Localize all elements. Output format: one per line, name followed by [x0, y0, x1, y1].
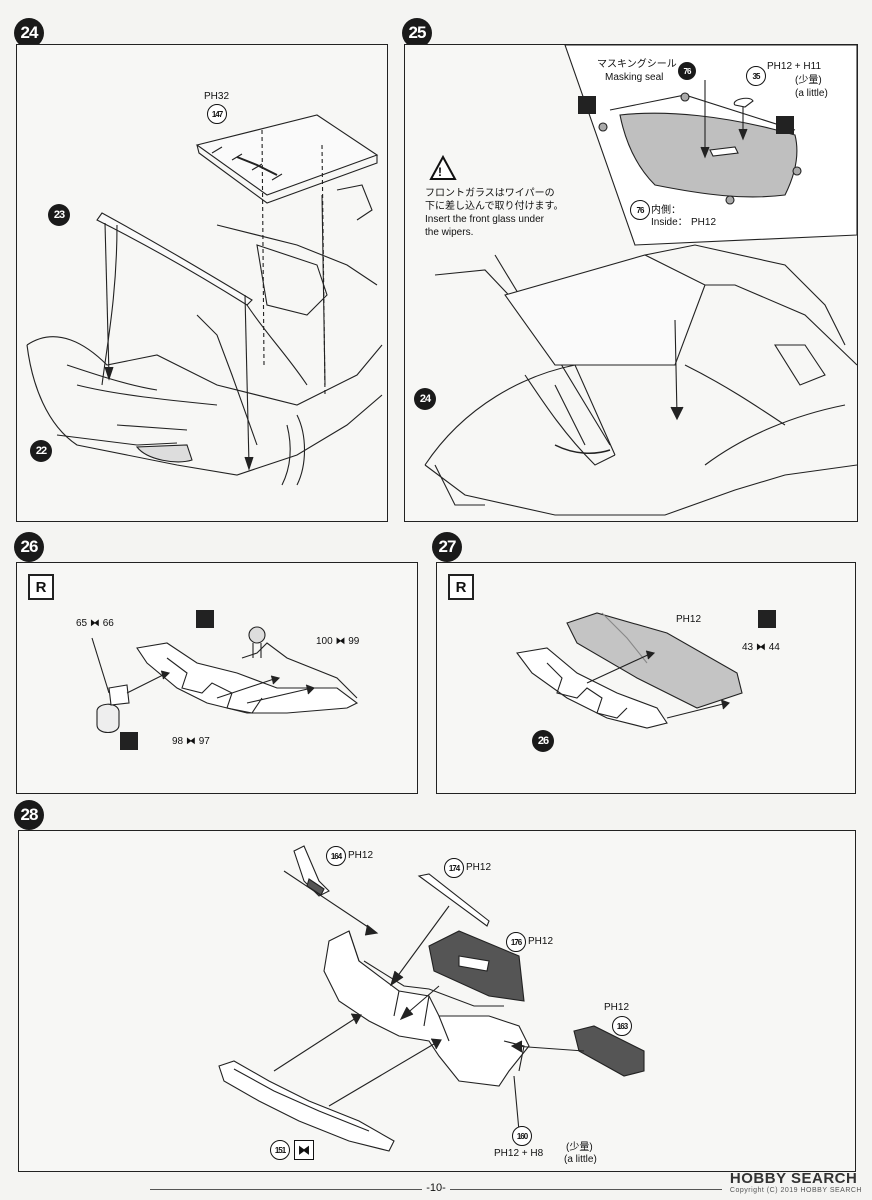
step-26-r-mark: R [28, 574, 54, 600]
step-27-r-mark: R [448, 574, 474, 600]
ph-top: PH12 + H11 [767, 61, 822, 72]
part-24: 24 [414, 388, 436, 410]
part-43: 43 [742, 642, 754, 653]
warn-en1: Insert the front glass under [425, 214, 544, 225]
step-25-warning-note: フロントガラスはワイパーの 下に差し込んで取り付けます。 Insert the … [425, 187, 585, 239]
part-43-44: 43 ⧓ 44 [742, 642, 780, 653]
cement-icon: ⧓ [294, 1140, 314, 1160]
part-65-66: 65 ⧓ 66 [76, 618, 114, 629]
part-99: 99 [348, 636, 360, 647]
step-24-part-23: 23 [48, 204, 70, 226]
little-jp-28: (少量) [566, 1142, 593, 1153]
step-27-drawing [516, 612, 743, 729]
step-27-ph: PH12 [676, 614, 702, 625]
watermark: HOBBY SEARCH Copyright (C) 2019 HOBBY SE… [730, 1170, 862, 1194]
part-26: 26 [532, 730, 554, 752]
part-98-97: 98 ⧓ 97 [172, 736, 210, 747]
part-76b: 76 [630, 200, 650, 220]
part-65: 65 [76, 618, 88, 629]
inside-en: Inside： [651, 217, 688, 228]
paint-icon [758, 610, 776, 628]
paint-icon [776, 116, 794, 134]
step-26-drawing [91, 626, 359, 734]
svg-text:!: ! [438, 165, 442, 179]
warn-en2: the wipers. [425, 227, 474, 238]
warn-jp2: 下に差し込んで取り付けます。 [425, 201, 564, 212]
part-176: 176 [506, 932, 526, 952]
step-24-ph-label: PH32 [204, 91, 230, 102]
step-28-number: 28 [14, 800, 44, 830]
part-174: 174 [444, 858, 464, 878]
step-25-drawing: ! [424, 45, 857, 516]
paint-icon [578, 96, 596, 114]
mask-jp: マスキングシール [597, 59, 677, 70]
step-24-part-147: 147 [207, 104, 227, 124]
step-25-number: 25 [402, 18, 432, 48]
paint-icon [120, 732, 138, 750]
ph-inside: PH12 [691, 217, 717, 228]
step-24-panel: PH32 [16, 44, 388, 522]
part-44: 44 [768, 642, 780, 653]
page-number-text: -10- [422, 1182, 450, 1194]
step-28-panel [18, 830, 856, 1172]
part-35: 35 [746, 66, 766, 86]
step-28-drawing [218, 845, 645, 1152]
part-151: 151 [270, 1140, 290, 1160]
step-26-panel [16, 562, 418, 794]
part-100: 100 [316, 636, 333, 647]
ph-163: PH12 [604, 1002, 630, 1013]
step-24-number: 24 [14, 18, 44, 48]
watermark-brand: HOBBY SEARCH [729, 1170, 858, 1187]
ph-176: PH12 [528, 936, 554, 947]
ph-174: PH12 [466, 862, 492, 873]
little-en-28: (a little) [564, 1154, 597, 1165]
step-25-panel: ! フロントガラスはワイパーの 下に差し込んで取り付けます。 Insert th… [404, 44, 858, 522]
part-66: 66 [102, 618, 114, 629]
part-100-99: 100 ⧓ 99 [316, 636, 360, 647]
part-164: 164 [326, 846, 346, 866]
step-27-number: 27 [432, 532, 462, 562]
step-26-number: 26 [14, 532, 44, 562]
part-97: 97 [198, 736, 210, 747]
part-98: 98 [172, 736, 184, 747]
mask-en: Masking seal [605, 72, 664, 83]
ph-164: PH12 [348, 850, 374, 861]
step-24-part-22: 22 [30, 440, 52, 462]
step-27-panel [436, 562, 856, 794]
little-en: (a little) [795, 88, 828, 99]
part-163: 163 [612, 1016, 632, 1036]
page-number: -10- [0, 1182, 872, 1194]
paint-icon [196, 610, 214, 628]
part-76a: 76 [678, 62, 696, 80]
step-24-drawing [26, 114, 383, 486]
ph-160: PH12 + H8 [494, 1148, 544, 1159]
part-160: 160 [512, 1126, 532, 1146]
little-jp: (少量) [795, 75, 822, 86]
watermark-sub: Copyright (C) 2019 HOBBY SEARCH [729, 1187, 862, 1194]
inside-jp: 内側： [651, 205, 681, 216]
warn-jp1: フロントガラスはワイパーの [425, 188, 555, 199]
